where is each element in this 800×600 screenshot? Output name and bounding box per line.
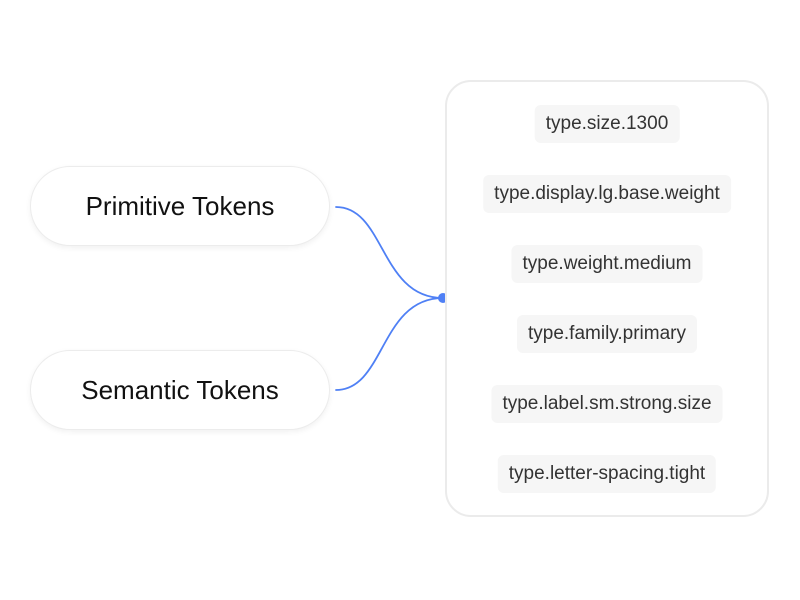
token-chip: type.label.sm.strong.size [491,385,723,423]
primitive-tokens-label: Primitive Tokens [85,190,275,221]
token-list: type.size.1300 type.display.lg.base.weig… [447,82,767,515]
semantic-connector-line [335,297,444,391]
semantic-tokens-node: Semantic Tokens [30,350,330,430]
token-chip: type.family.primary [516,315,698,353]
token-chip: type.letter-spacing.tight [497,455,717,493]
token-panel: type.size.1300 type.display.lg.base.weig… [445,80,769,517]
primitive-connector-line [335,206,444,299]
token-chip: type.weight.medium [511,245,703,283]
token-chip: type.display.lg.base.weight [483,175,731,213]
token-chip: type.size.1300 [534,105,680,143]
primitive-tokens-node: Primitive Tokens [30,166,330,246]
semantic-tokens-label: Semantic Tokens [81,374,279,405]
